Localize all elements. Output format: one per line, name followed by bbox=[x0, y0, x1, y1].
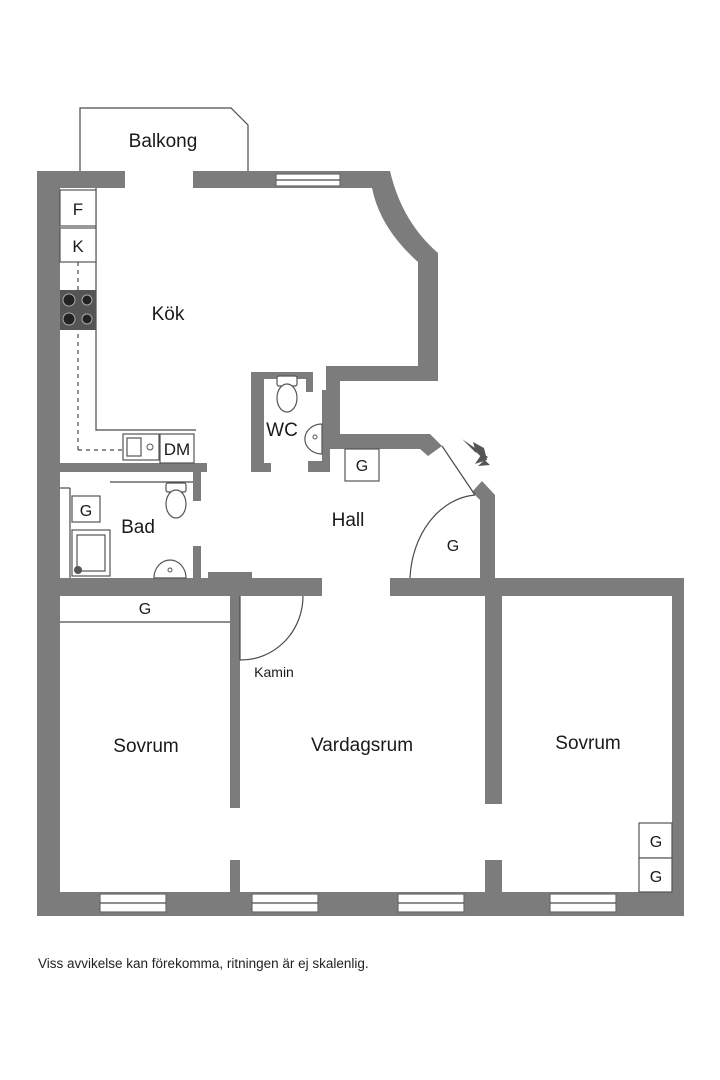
bath-wardrobe-label: G bbox=[80, 503, 92, 520]
dishwasher-label: DM bbox=[164, 440, 190, 459]
bedroom-right: G G Sovrum bbox=[555, 733, 673, 893]
hall-door-wardrobe-label: G bbox=[447, 538, 459, 555]
fridge-label: K bbox=[72, 237, 84, 256]
toilet-icon bbox=[276, 375, 298, 413]
balcony-label: Balkong bbox=[129, 131, 198, 152]
freezer-label: F bbox=[73, 200, 83, 219]
bath-wardrobe-box bbox=[71, 495, 101, 523]
kitchen-sink-icon bbox=[122, 433, 160, 461]
fireplace-label: Kamin bbox=[254, 664, 294, 680]
disclaimer-text: Viss avvikelse kan förekomma, ritningen … bbox=[38, 956, 369, 971]
fridge-box bbox=[59, 227, 97, 263]
bathroom: G Bad bbox=[60, 481, 193, 579]
bedroom-right-wardrobe-box-2 bbox=[638, 857, 673, 893]
bedroom-left-wardrobe-label: G bbox=[139, 601, 151, 618]
kitchen-label: Kök bbox=[152, 304, 185, 325]
wc-label: WC bbox=[266, 420, 298, 441]
bedroom-right-wardrobe-label-1: G bbox=[650, 834, 662, 851]
bedroom-right-wardrobe-label-2: G bbox=[650, 869, 662, 886]
bath-label: Bad bbox=[121, 517, 155, 538]
dishwasher-box bbox=[159, 433, 195, 464]
freezer-box bbox=[59, 189, 97, 227]
living-room-label: Vardagsrum bbox=[311, 735, 413, 756]
windows bbox=[99, 173, 617, 913]
hall-wardrobe-label: G bbox=[356, 458, 368, 475]
wc-room: WC bbox=[266, 375, 323, 455]
bath-toilet-icon bbox=[165, 482, 187, 519]
bedroom-left: G Sovrum bbox=[60, 601, 230, 757]
balcony: Balkong bbox=[79, 107, 249, 171]
stove-icon bbox=[60, 290, 96, 330]
hall-wardrobe-box bbox=[344, 448, 380, 482]
kitchen-fixtures: F K DM Kök bbox=[59, 188, 196, 464]
hall-label: Hall bbox=[332, 510, 365, 531]
wc-sink-icon bbox=[304, 423, 323, 455]
entrance-arrow-icon bbox=[462, 439, 490, 466]
outer-walls bbox=[37, 171, 684, 916]
hall: G G Hall bbox=[332, 439, 490, 579]
bath-sink-icon bbox=[153, 559, 187, 579]
interior-walls bbox=[60, 372, 502, 896]
shower-icon bbox=[71, 529, 111, 577]
bedroom-left-label: Sovrum bbox=[113, 736, 178, 757]
bedroom-right-label: Sovrum bbox=[555, 733, 620, 754]
living-room: Kamin Vardagsrum bbox=[239, 595, 413, 756]
